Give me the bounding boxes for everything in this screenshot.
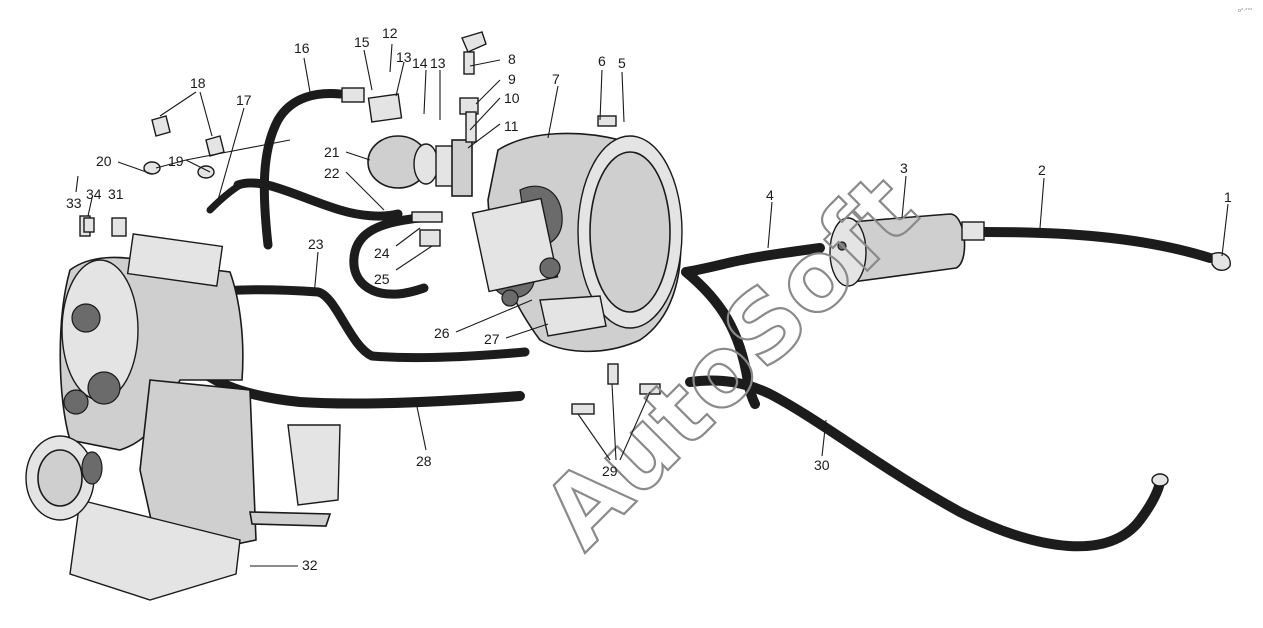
callout-31: 31 <box>108 186 124 202</box>
callout-2: 2 <box>1038 162 1046 178</box>
hose-24-loop <box>349 213 429 299</box>
callout-30: 30 <box>814 457 830 473</box>
callout-26: 26 <box>434 325 450 341</box>
hose-30 <box>685 375 1165 552</box>
hose-branch <box>681 267 760 409</box>
callout-11: 11 <box>504 118 519 134</box>
pump-housing-7 <box>471 132 683 353</box>
hose-17 <box>206 181 244 214</box>
callout-14: 14 <box>412 55 428 71</box>
callout-32: 32 <box>302 557 318 573</box>
hose-23 <box>205 285 530 363</box>
callout-33: 33 <box>66 195 82 211</box>
callout-19: 19 <box>168 153 184 169</box>
callout-28: 28 <box>416 453 432 469</box>
callout-4: 4 <box>766 187 774 203</box>
callout-5: 5 <box>618 55 626 71</box>
hose-4 <box>681 243 825 277</box>
hose-2 <box>980 227 1215 263</box>
callout-15: 15 <box>354 34 370 50</box>
callout-18: 18 <box>190 75 206 91</box>
filter-3 <box>829 213 985 287</box>
callout-7: 7 <box>552 71 560 87</box>
callout-1: 1 <box>1224 189 1232 205</box>
callout-12: 12 <box>382 25 398 41</box>
callout-17: 17 <box>236 92 252 108</box>
callout-34: 34 <box>86 186 102 202</box>
callout-20: 20 <box>96 153 112 169</box>
callout-23: 23 <box>308 236 324 252</box>
hose-16 <box>259 89 345 250</box>
callout-16: 16 <box>294 40 310 56</box>
gearbox-assembly <box>25 215 341 601</box>
callout-3: 3 <box>900 160 908 176</box>
callout-13b: 13 <box>430 55 446 71</box>
callout-10: 10 <box>504 90 520 106</box>
callout-9: 9 <box>508 71 516 87</box>
callout-8: 8 <box>508 51 516 67</box>
callout-25: 25 <box>374 271 390 287</box>
hose-22 <box>233 178 403 221</box>
callout-6: 6 <box>598 53 606 69</box>
small-fittings <box>83 31 1231 487</box>
callout-labels: 1 2 3 4 5 6 7 8 9 10 11 12 13 14 13 15 1… <box>66 25 1232 573</box>
callout-27: 27 <box>484 331 500 347</box>
callout-24: 24 <box>374 245 390 261</box>
callout-21: 21 <box>324 144 340 160</box>
callout-29: 29 <box>602 463 618 479</box>
callout-13a: 13 <box>396 49 412 65</box>
callout-22: 22 <box>324 165 340 181</box>
corner-mark: o°·°°° <box>1238 8 1253 14</box>
motor-21 <box>367 135 473 197</box>
leader-lines <box>75 43 1229 567</box>
